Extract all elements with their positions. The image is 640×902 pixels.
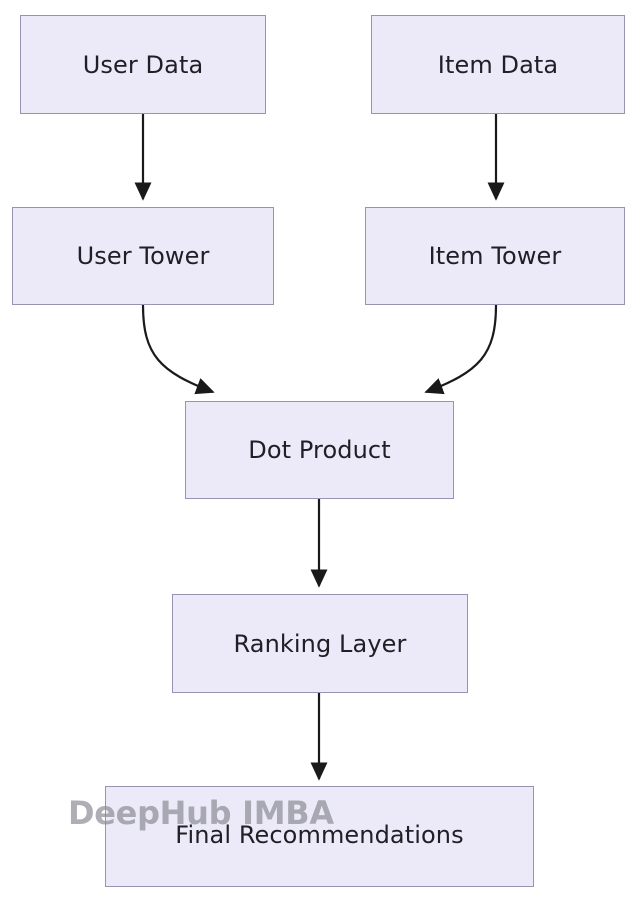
node-item-tower[interactable]: Item Tower bbox=[365, 207, 625, 305]
node-user-data[interactable]: User Data bbox=[20, 15, 266, 114]
node-ranking-layer-label: Ranking Layer bbox=[233, 629, 407, 658]
node-final-recommendations-label: Final Recommendations bbox=[175, 821, 464, 849]
node-user-tower-label: User Tower bbox=[76, 242, 210, 270]
node-dot-product[interactable]: Dot Product bbox=[185, 401, 454, 499]
node-item-data[interactable]: Item Data bbox=[371, 15, 625, 114]
node-user-tower[interactable]: User Tower bbox=[12, 207, 274, 305]
node-dot-product-label: Dot Product bbox=[248, 436, 391, 464]
edge-item-tower-to-dot-product bbox=[424, 304, 498, 395]
edge-user-tower-to-dot-product bbox=[141, 304, 215, 395]
node-item-data-label: Item Data bbox=[437, 50, 559, 79]
node-item-tower-label: Item Tower bbox=[428, 242, 562, 270]
node-user-data-label: User Data bbox=[82, 50, 204, 79]
node-final-recommendations[interactable]: Final Recommendations bbox=[105, 786, 534, 887]
node-ranking-layer[interactable]: Ranking Layer bbox=[172, 594, 468, 693]
